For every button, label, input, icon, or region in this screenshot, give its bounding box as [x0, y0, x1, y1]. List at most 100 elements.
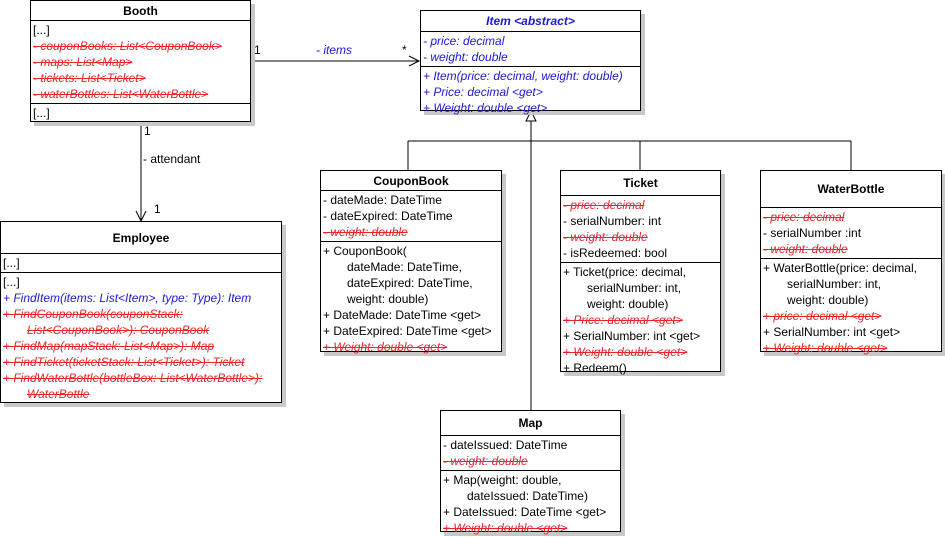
operation: + WaterBottle(price: decimal, [763, 261, 917, 275]
operation: + FindWaterBottle(bottleBox: List<WaterB… [3, 371, 263, 385]
operation: + Map(weight: double, [443, 473, 562, 487]
attribute-row: - price: decimal [563, 197, 720, 213]
operation: dateIssued: DateTime) [467, 489, 588, 503]
operation-row: + DateIssued: DateTime <get> [443, 504, 620, 520]
attribute-row: - weight: double [563, 229, 720, 245]
class-waterbottle[interactable]: WaterBottle- price: decimal- serialNumbe… [760, 170, 942, 355]
operation-row: + Weight: double <get> [763, 340, 941, 356]
operation-row: [...] [3, 274, 281, 290]
operation-row: + Weight: double <get> [323, 339, 501, 355]
attribute: - weight: double [423, 50, 508, 64]
operation-row: WaterBottle [3, 386, 281, 402]
operation-row: + CouponBook( [323, 243, 501, 259]
operation-row: + Price: decimal <get> [563, 312, 720, 328]
operation-row: + Map(weight: double, [443, 472, 620, 488]
attribute: - price: decimal [423, 34, 505, 48]
operation: + DateExpired: DateTime <get> [323, 324, 492, 338]
operation: [...] [33, 106, 50, 120]
attribute-row: - couponBooks: List<CouponBook> [33, 38, 250, 54]
operation-row: + Ticket(price: decimal, [563, 264, 720, 280]
operation: [...] [3, 275, 20, 289]
class-name: Booth [31, 1, 250, 21]
attributes-compartment: - price: decimal- serialNumber: int- wei… [561, 196, 720, 263]
attributes-compartment: - price: decimal- serialNumber :int- wei… [761, 208, 941, 259]
attribute: - isRedeemed: bool [563, 246, 668, 260]
operation: + FindMap(mapStack: List<Map>): Map [3, 339, 215, 353]
operation: + FindTicket(ticketStack: List<Ticket>):… [3, 355, 245, 369]
operation-row: + FindMap(mapStack: List<Map>): Map [3, 338, 281, 354]
operation-row: + WaterBottle(price: decimal, [763, 260, 941, 276]
operation-row: + FindItem(items: List<Item>, type: Type… [3, 290, 281, 306]
attributes-compartment: [...] [1, 254, 281, 273]
operation-row: serialNumber: int, [763, 276, 941, 292]
attributes-compartment: [...]- couponBooks: List<CouponBook>- ma… [31, 21, 250, 104]
class-map[interactable]: Map- dateIssued: DateTime- weight: doubl… [440, 410, 621, 535]
operation-row: serialNumber: int, [563, 280, 720, 296]
class-item[interactable]: Item <abstract>- price: decimal- weight:… [420, 10, 641, 115]
operation-row: weight: double) [563, 296, 720, 312]
operation-row: dateExpired: DateTime, [323, 275, 501, 291]
operation-row: + DateExpired: DateTime <get> [323, 323, 501, 339]
operation: + DateIssued: DateTime <get> [443, 505, 607, 519]
operation: dateMade: DateTime, [347, 260, 462, 274]
class-booth[interactable]: Booth[...]- couponBooks: List<CouponBook… [30, 0, 251, 122]
attribute: - dateExpired: DateTime [323, 209, 453, 223]
attribute-row: - weight: double [763, 241, 941, 257]
operation-row: + FindTicket(ticketStack: List<Ticket>):… [3, 354, 281, 370]
operation: + price: decimal <get> [763, 309, 882, 323]
operation-row: [...] [33, 105, 250, 121]
items-target-multiplicity: * [402, 43, 407, 57]
operation: + Item(price: decimal, weight: double) [423, 69, 623, 83]
operation: + FindItem(items: List<Item>, type: Type… [3, 291, 252, 305]
class-name: Employee [1, 222, 281, 254]
operation: WaterBottle [27, 387, 90, 401]
operation: + Weight: double <get> [763, 341, 888, 355]
attendant-role-label: - attendant [143, 152, 201, 166]
operation: dateExpired: DateTime, [347, 276, 473, 290]
operation-row: + Item(price: decimal, weight: double) [423, 68, 640, 84]
attribute-row: - weight: double [423, 49, 640, 65]
class-name: Map [441, 411, 620, 436]
operation-row: + Weight: double <get> [423, 100, 640, 116]
operation: + Weight: double <get> [423, 101, 548, 115]
operation-row: + Redeem() [563, 360, 720, 376]
attendant-source-multiplicity: 1 [144, 124, 151, 138]
attribute-row: - dateMade: DateTime [323, 192, 501, 208]
operation: + Ticket(price: decimal, [563, 265, 687, 279]
operation: + CouponBook( [323, 244, 407, 258]
attribute-row: - weight: double [323, 224, 501, 240]
class-couponbook[interactable]: CouponBook- dateMade: DateTime- dateExpi… [320, 170, 502, 355]
attribute: - dateMade: DateTime [323, 193, 442, 207]
operation-row: + price: decimal <get> [763, 308, 941, 324]
attribute-row: - isRedeemed: bool [563, 245, 720, 261]
attribute: - tickets: List<Ticket> [33, 71, 146, 85]
attribute: - price: decimal [563, 198, 645, 212]
operation-row: dateIssued: DateTime) [443, 488, 620, 504]
attribute: - weight: double [563, 230, 648, 244]
attribute-row: - price: decimal [763, 209, 941, 225]
attribute: - couponBooks: List<CouponBook> [33, 39, 222, 53]
operation: + Weight: double <get> [563, 345, 688, 359]
attribute-row: - weight: double [443, 453, 620, 469]
operation: List<CouponBook>): CouponBook [27, 323, 210, 337]
attributes-compartment: - dateMade: DateTime - dateExpired: DateT… [321, 191, 501, 242]
operation-row: + DateMade: DateTime <get> [323, 307, 501, 323]
attribute-row: - dateIssued: DateTime [443, 437, 620, 453]
attribute-row: [...] [33, 22, 250, 38]
attributes-compartment: - dateIssued: DateTime- weight: double [441, 436, 620, 471]
attribute: - waterBottles: List<WaterBottle> [33, 87, 209, 101]
operation-row: + Weight: double <get> [443, 520, 620, 536]
class-employee[interactable]: Employee[...][...]+ FindItem(items: List… [0, 221, 282, 403]
operation: + Weight: double <get> [323, 340, 448, 354]
class-ticket[interactable]: Ticket- price: decimal- serialNumber: in… [560, 170, 721, 375]
attribute: - dateIssued: DateTime [443, 438, 568, 452]
operation: weight: double) [587, 297, 669, 311]
attribute-row: - maps: List<Map> [33, 54, 250, 70]
operation-row: List<CouponBook>): CouponBook [3, 322, 281, 338]
operation-row: + FindWaterBottle(bottleBox: List<WaterB… [3, 370, 281, 386]
operation-row: + FindCouponBook(couponStack: [3, 306, 281, 322]
operation-row: + SerialNumber: int <get> [563, 328, 720, 344]
operation: + SerialNumber: int <get> [563, 329, 701, 343]
operation: serialNumber: int, [587, 281, 682, 295]
